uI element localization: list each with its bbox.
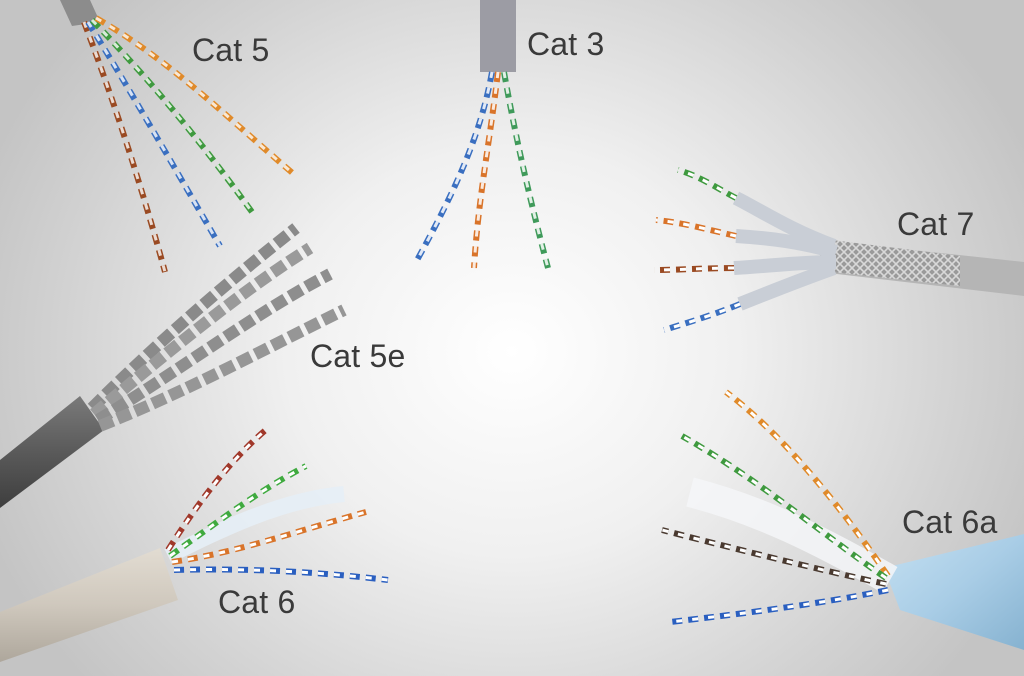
cable-cat6: [0, 425, 389, 662]
cat5e-jacket: [0, 396, 104, 508]
cat5-jacket: [60, 0, 100, 26]
label-cat7: Cat 7: [897, 206, 975, 242]
cat3-jacket: [480, 0, 516, 72]
cable-cat5: [60, 0, 298, 273]
cable-cat3: [413, 0, 551, 269]
label-cat3: Cat 3: [527, 26, 605, 62]
cable-cat6a: [661, 389, 1024, 650]
label-cat6: Cat 6: [218, 584, 296, 620]
label-cat5e: Cat 5e: [310, 338, 406, 374]
cat7-braid-shield: [832, 240, 960, 286]
cable-cat5e: [0, 223, 347, 508]
cat6a-jacket: [884, 534, 1024, 650]
cat6-jacket: [0, 548, 178, 662]
label-cat6a: Cat 6a: [902, 504, 998, 540]
cable-cat7: [653, 167, 1024, 333]
label-cat5: Cat 5: [192, 32, 270, 68]
